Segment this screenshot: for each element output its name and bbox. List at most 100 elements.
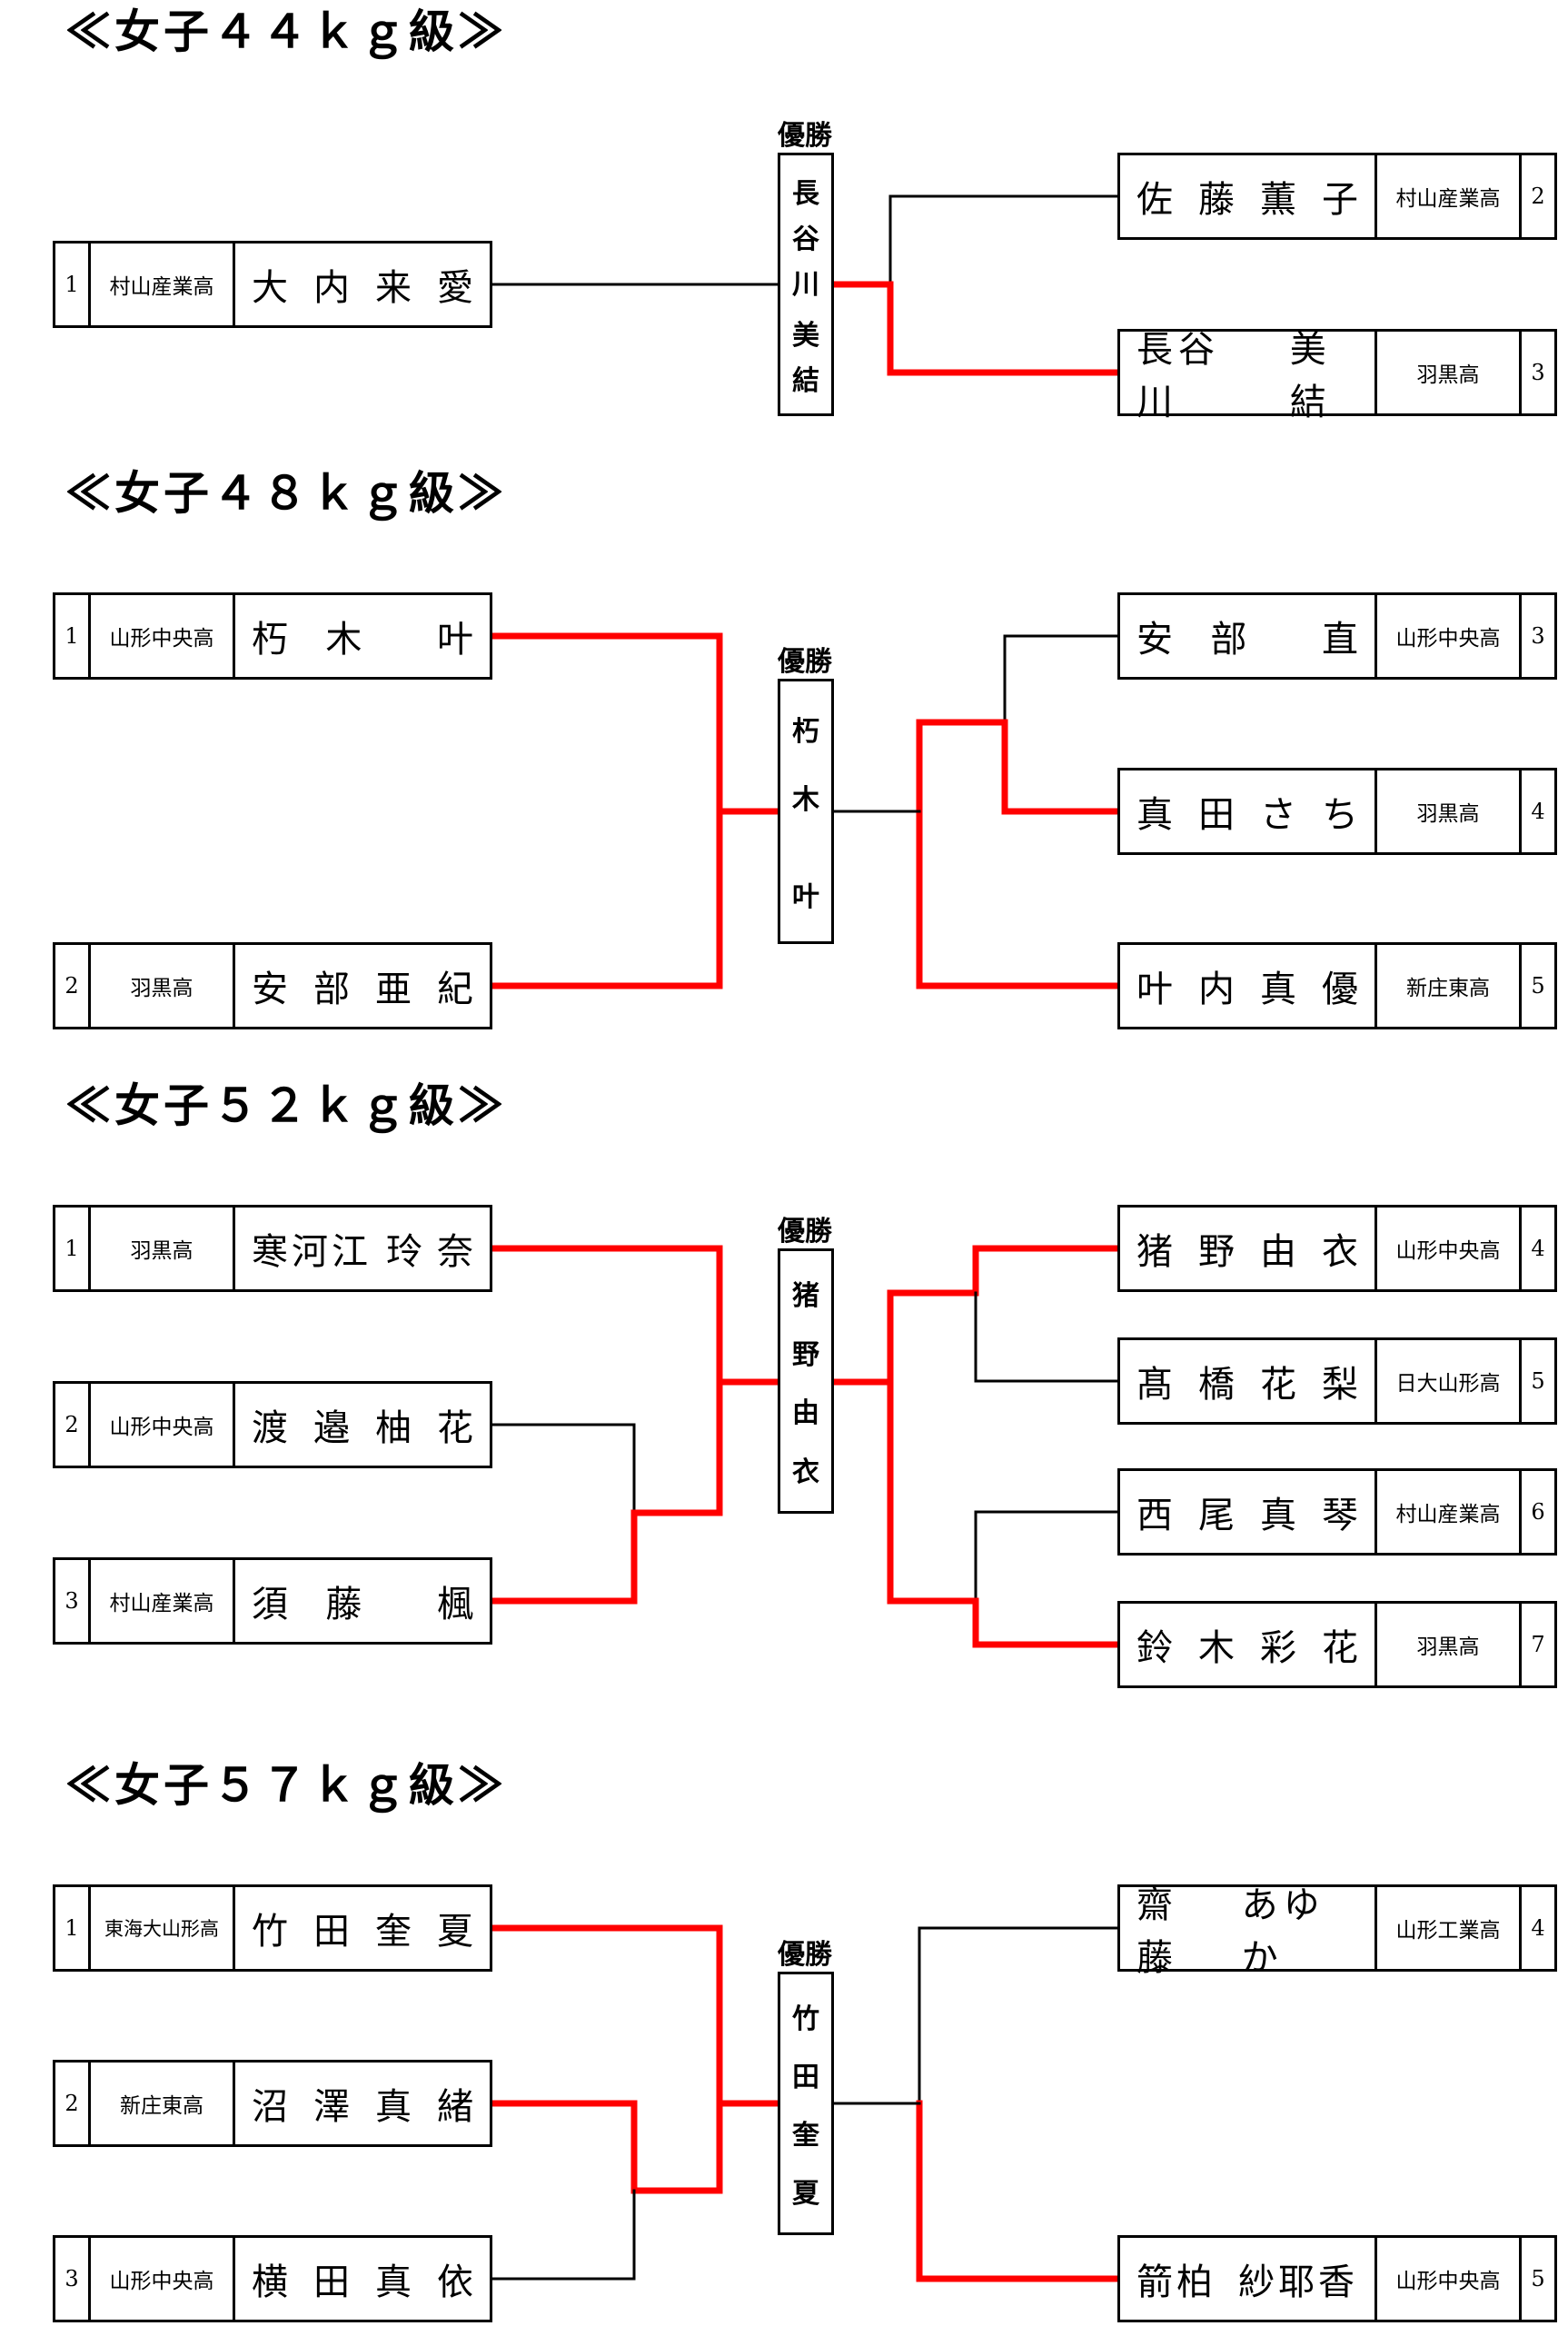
line-52-5: [974, 1291, 1121, 1383]
line-44-3: [830, 281, 1123, 376]
entry-52-3: 3 村山産業高 須藤楓: [53, 1557, 492, 1645]
athlete-name: 横田真依: [252, 2261, 473, 2303]
entry-57-1: 1 東海大山形高 竹田奎夏: [53, 1884, 492, 1972]
line-52-7: [887, 1378, 1123, 1648]
seed-number: 7: [1531, 1632, 1545, 1657]
athlete-name: 猪野由衣: [1120, 1208, 1377, 1289]
athlete-name: 渡邉柚花: [252, 1407, 473, 1449]
champion-label-44: 優勝: [778, 120, 832, 152]
school-name: 山形中央高: [91, 1384, 235, 1466]
athlete-name: 安部直: [1120, 595, 1377, 677]
champion-box-57: 竹田奎夏: [778, 1972, 834, 2235]
athlete-name: 朽木叶: [252, 619, 473, 661]
athlete-name: 鈴木彩花: [1120, 1604, 1377, 1685]
school-name: 羽黒高: [1377, 1604, 1522, 1685]
school-name: 山形中央高: [91, 2238, 235, 2320]
athlete-name: 寒河江玲奈: [252, 1231, 473, 1273]
school-name: 日大山形高: [1377, 1340, 1522, 1422]
athlete-name: 髙橋花梨: [1120, 1340, 1377, 1422]
bracket-title-57: ≪女子５７ｋｇ級≫: [65, 1758, 507, 1812]
school-name: 羽黒高: [1377, 770, 1522, 852]
bracket-57-lines: [487, 1924, 1123, 2282]
school-name: 山形中央高: [91, 595, 235, 677]
seed-number: 4: [1531, 1236, 1545, 1261]
entry-44-2: 佐藤薫子 村山産業高 2: [1117, 153, 1557, 240]
line-57-3: [489, 2189, 636, 2281]
school-name: 羽黒高: [1377, 332, 1522, 413]
school-name: 羽黒高: [91, 1208, 235, 1289]
champion-label-48: 優勝: [778, 646, 832, 678]
seed-number: 5: [1531, 973, 1545, 999]
athlete-name: 佐藤薫子: [1120, 155, 1377, 237]
bracket-title-52: ≪女子５２ｋｇ級≫: [65, 1079, 507, 1132]
line-48-2: [487, 808, 723, 989]
line-57-1: [487, 1924, 783, 2107]
champion-label-52: 優勝: [778, 1216, 832, 1247]
school-name: 村山産業高: [1377, 1471, 1522, 1553]
seed-number: 1: [55, 244, 91, 325]
entry-57-5: 箭柏紗耶香 山形中央高 5: [1117, 2235, 1557, 2322]
seed-number: 5: [1531, 2266, 1545, 2291]
athlete-name: 長谷川美結: [1120, 329, 1377, 423]
champion-label-57: 優勝: [778, 1939, 832, 1971]
entry-57-2: 2 新庄東高 沼澤真緒: [53, 2060, 492, 2147]
athlete-name: 安部亜紀: [252, 969, 473, 1010]
entry-57-3: 3 山形中央高 横田真依: [53, 2235, 492, 2322]
line-48-5: [916, 719, 1123, 989]
seed-number: 1: [55, 1887, 91, 1969]
entry-48-4: 真田さち 羽黒高 4: [1117, 768, 1557, 855]
champion-box-52: 猪野由衣: [778, 1248, 834, 1514]
seed-number: 3: [1531, 360, 1545, 385]
bracket-52-lines: [487, 1245, 1123, 1648]
school-name: 新庄東高: [1377, 945, 1522, 1027]
seed-number: 1: [55, 1208, 91, 1289]
bracket-title-44: ≪女子４４ｋｇ級≫: [65, 5, 507, 58]
entry-52-5: 髙橋花梨 日大山形高 5: [1117, 1337, 1557, 1425]
school-name: 村山産業高: [91, 1560, 235, 1642]
line-57-2: [487, 2100, 723, 2194]
seed-number: 4: [1531, 1915, 1545, 1941]
line-52-2: [489, 1423, 636, 1515]
line-57-5: [916, 2100, 1123, 2282]
line-52-1: [487, 1245, 783, 1386]
school-name: 羽黒高: [91, 945, 235, 1027]
athlete-name: 真田さち: [1120, 770, 1377, 852]
athlete-name: 沼澤真緒: [252, 2086, 473, 2128]
seed-number: 1: [55, 595, 91, 677]
bracket-44-lines: [489, 194, 1123, 376]
line-48-1: [487, 632, 783, 815]
entry-48-5: 叶内真優 新庄東高 5: [1117, 942, 1557, 1029]
entry-48-2: 2 羽黒高 安部亜紀: [53, 942, 492, 1029]
athlete-name: 竹田奎夏: [252, 1911, 473, 1953]
athlete-name: 須藤楓: [252, 1584, 473, 1625]
seed-number: 5: [1531, 1368, 1545, 1394]
school-name: 東海大山形高: [91, 1887, 235, 1969]
entry-52-6: 西尾真琴 村山産業高 6: [1117, 1468, 1557, 1556]
school-name: 村山産業高: [1377, 155, 1522, 237]
entry-44-1: 1 村山産業高 大内来愛: [53, 241, 492, 328]
entry-48-1: 1 山形中央高 朽木叶: [53, 592, 492, 680]
bracket-title-48: ≪女子４８ｋｇ級≫: [65, 466, 507, 520]
entry-52-2: 2 山形中央高 渡邉柚花: [53, 1381, 492, 1468]
seed-number: 6: [1531, 1499, 1545, 1525]
seed-number: 4: [1531, 799, 1545, 824]
line-48-4: [916, 719, 1123, 815]
line-48-3: [1003, 634, 1121, 724]
champion-box-48: 朽木叶: [778, 679, 834, 944]
champion-box-44: 長谷川美結: [778, 153, 834, 416]
seed-number: 2: [55, 1384, 91, 1466]
school-name: 山形中央高: [1377, 1208, 1522, 1289]
athlete-name: 箭柏紗耶香: [1120, 2238, 1377, 2320]
entry-48-3: 安部直 山形中央高 3: [1117, 592, 1557, 680]
seed-number: 2: [55, 2063, 91, 2144]
entry-52-4: 猪野由衣 山形中央高 4: [1117, 1205, 1557, 1292]
seed-number: 2: [55, 945, 91, 1027]
seed-number: 3: [55, 1560, 91, 1642]
bracket-48-lines: [487, 632, 1123, 989]
seed-number: 3: [55, 2238, 91, 2320]
line-52-4: [830, 1245, 1123, 1386]
school-name: 山形工業高: [1377, 1887, 1522, 1969]
athlete-name: 叶内真優: [1120, 945, 1377, 1027]
line-57-4: [918, 1926, 1121, 2105]
